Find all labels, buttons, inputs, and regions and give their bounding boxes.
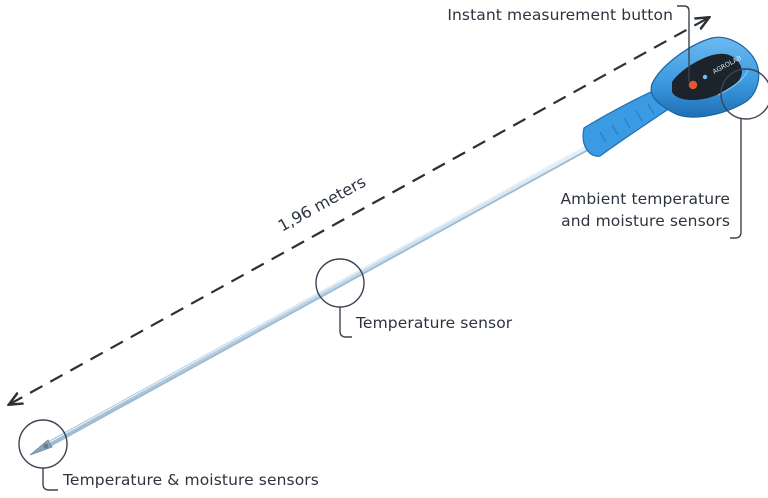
probe-rod (41, 139, 601, 450)
ambient-sensor-circle (720, 68, 768, 120)
mid-leader-line (339, 307, 352, 338)
callout-temperature-sensor: Temperature sensor (356, 314, 513, 332)
callout-tip-sensors: Temperature & moisture sensors (63, 471, 319, 489)
tip-leader-line (42, 468, 58, 491)
button-leader-line (677, 5, 690, 82)
dimension-label: 1,96 meters (275, 172, 369, 236)
probe-tip (29, 439, 53, 456)
callout-ambient-line-1: Ambient temperature (560, 190, 730, 208)
indicator-light-icon (702, 74, 708, 80)
callout-instant-measurement-button: Instant measurement button (447, 6, 673, 24)
dimension-arrow (10, 18, 708, 404)
handheld-device: AGROLAB (582, 36, 760, 157)
callout-ambient-line-2: and moisture sensors (561, 212, 730, 230)
device-grip (582, 85, 677, 157)
measurement-button-icon[interactable] (688, 80, 698, 90)
ambient-leader-line (730, 119, 742, 239)
